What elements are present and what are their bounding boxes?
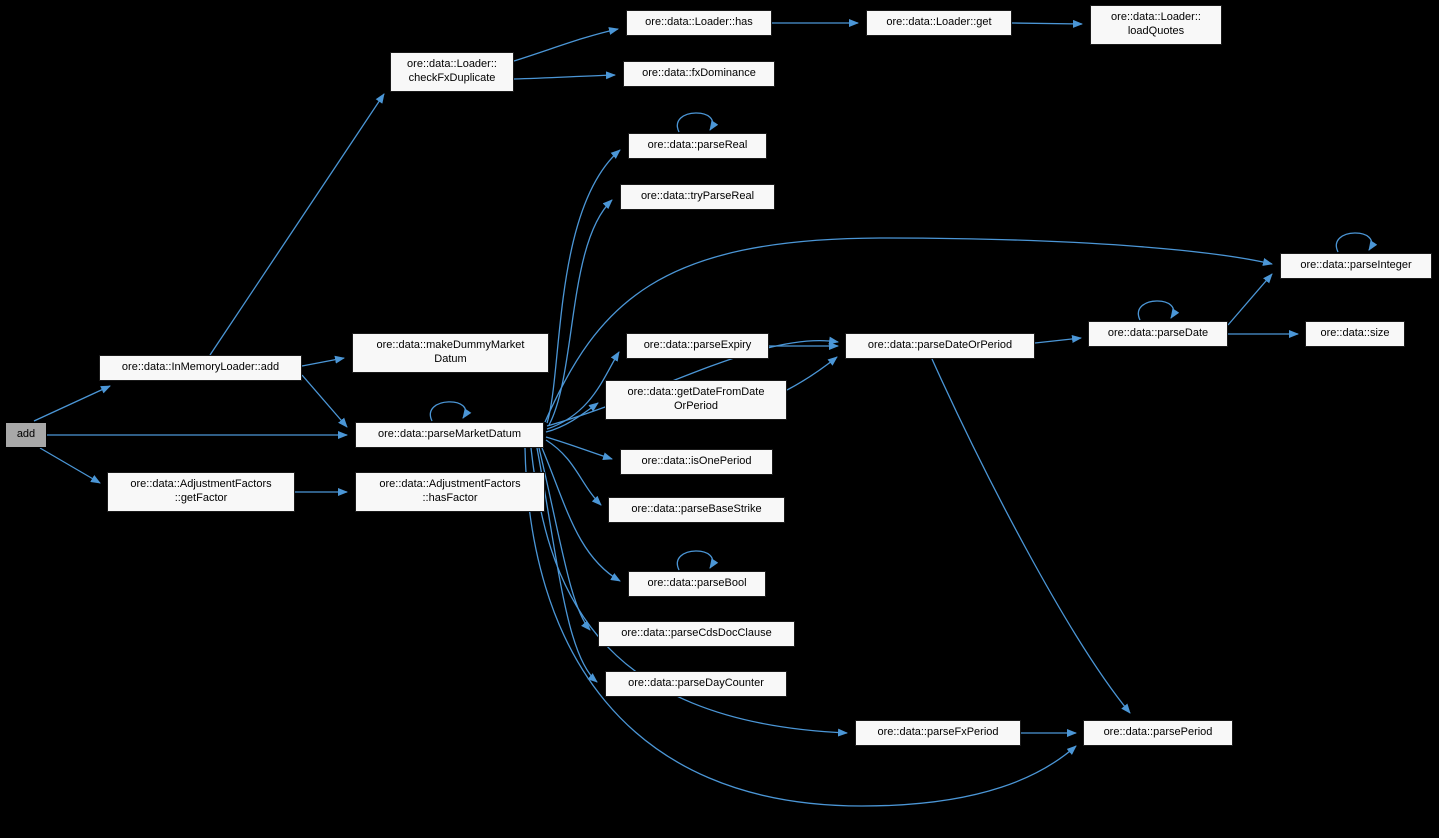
edge-parsemarketdatum-self-loop [429,401,472,422]
edge-add-to-inmemoryloader-add [33,385,111,422]
edge-loader-get-to-loader-loadquotes [1011,19,1083,28]
edge-parsebool-self-loop [676,550,719,571]
edge-parsemarketdatum-to-tryparsereal [548,199,613,426]
edge-parseinteger-self-loop [1335,232,1378,253]
edge-parsereal-self-loop [676,112,719,133]
edge-parsemarketdatum-to-isoneperiod [545,436,613,461]
node-parseperiod[interactable]: ore::data::parsePeriod [1083,720,1233,746]
edge-inmemoryloader-add-to-parsemarketdatum [301,374,348,428]
edge-parsedate-self-loop [1137,300,1180,321]
edge-parsemarketdatum-to-parsebool [541,447,621,582]
node-getdatefromdateorperiod[interactable]: ore::data::getDateFromDate OrPeriod [605,380,787,420]
node-isoneperiod[interactable]: ore::data::isOnePeriod [620,449,773,475]
edge-parsemarketdatum-to-parsereal [546,149,621,424]
node-fxdominance[interactable]: ore::data::fxDominance [623,61,775,87]
node-inmemoryloader-add[interactable]: ore::data::InMemoryLoader::add [99,355,302,381]
edge-inmemoryloader-add-to-loader-checkfxduplicate [209,93,385,356]
node-parseinteger[interactable]: ore::data::parseInteger [1280,253,1432,279]
edge-add-to-adjustmentfactors-getfactor [39,447,101,484]
node-parsefxperiod[interactable]: ore::data::parseFxPeriod [855,720,1021,746]
node-parsedateorperiod[interactable]: ore::data::parseDateOrPeriod [845,333,1035,359]
edge-parsemarketdatum-to-parsedaycounter [536,447,598,683]
node-parsedate[interactable]: ore::data::parseDate [1088,321,1228,347]
edge-parsemarketdatum-to-getdatefromdateorperiod [545,402,599,433]
node-loader-checkfxduplicate[interactable]: ore::data::Loader:: checkFxDuplicate [390,52,514,92]
node-loader-loadquotes[interactable]: ore::data::Loader:: loadQuotes [1090,5,1222,45]
node-tryparsereal[interactable]: ore::data::tryParseReal [620,184,775,210]
edge-parsemarketdatum-to-parsecdsdocclause [538,447,591,631]
edge-parsedateorperiod-to-parseperiod [931,358,1131,714]
node-parsebool[interactable]: ore::data::parseBool [628,571,766,597]
edge-parsedate-to-parseinteger [1227,273,1273,326]
node-adjustmentfactors-hasfactor[interactable]: ore::data::AdjustmentFactors ::hasFactor [355,472,545,512]
node-parsereal[interactable]: ore::data::parseReal [628,133,767,159]
node-parsedaycounter[interactable]: ore::data::parseDayCounter [605,671,787,697]
node-parsecdsdocclause[interactable]: ore::data::parseCdsDocClause [598,621,795,647]
edge-loader-checkfxduplicate-to-fxdominance [513,71,616,80]
node-parseexpiry[interactable]: ore::data::parseExpiry [626,333,769,359]
node-parsemarketdatum[interactable]: ore::data::parseMarketDatum [355,422,544,448]
node-adjustmentfactors-getfactor[interactable]: ore::data::AdjustmentFactors ::getFactor [107,472,295,512]
edge-parsedateorperiod-to-parsedate [1034,334,1082,344]
node-parsebasestrike[interactable]: ore::data::parseBaseStrike [608,497,785,523]
edge-inmemoryloader-add-to-makedummymarketdatum [301,355,345,367]
node-add[interactable]: add [5,422,47,448]
edge-loader-checkfxduplicate-to-loader-has [513,27,619,62]
edge-parsemarketdatum-to-parseperiod [524,447,1077,807]
edge-parsemarketdatum-to-parseexpiry [546,351,620,430]
edge-getdatefromdateorperiod-to-parsedateorperiod [786,356,838,391]
edge-parsemarketdatum-to-parsedateorperiod [546,336,839,427]
edge-parsemarketdatum-to-parseinteger [544,237,1273,423]
node-size[interactable]: ore::data::size [1305,321,1405,347]
node-makedummymarketdatum[interactable]: ore::data::makeDummyMarket Datum [352,333,549,373]
node-loader-has[interactable]: ore::data::Loader::has [626,10,772,36]
node-loader-get[interactable]: ore::data::Loader::get [866,10,1012,36]
edge-parsemarketdatum-to-parsebasestrike [545,439,602,506]
